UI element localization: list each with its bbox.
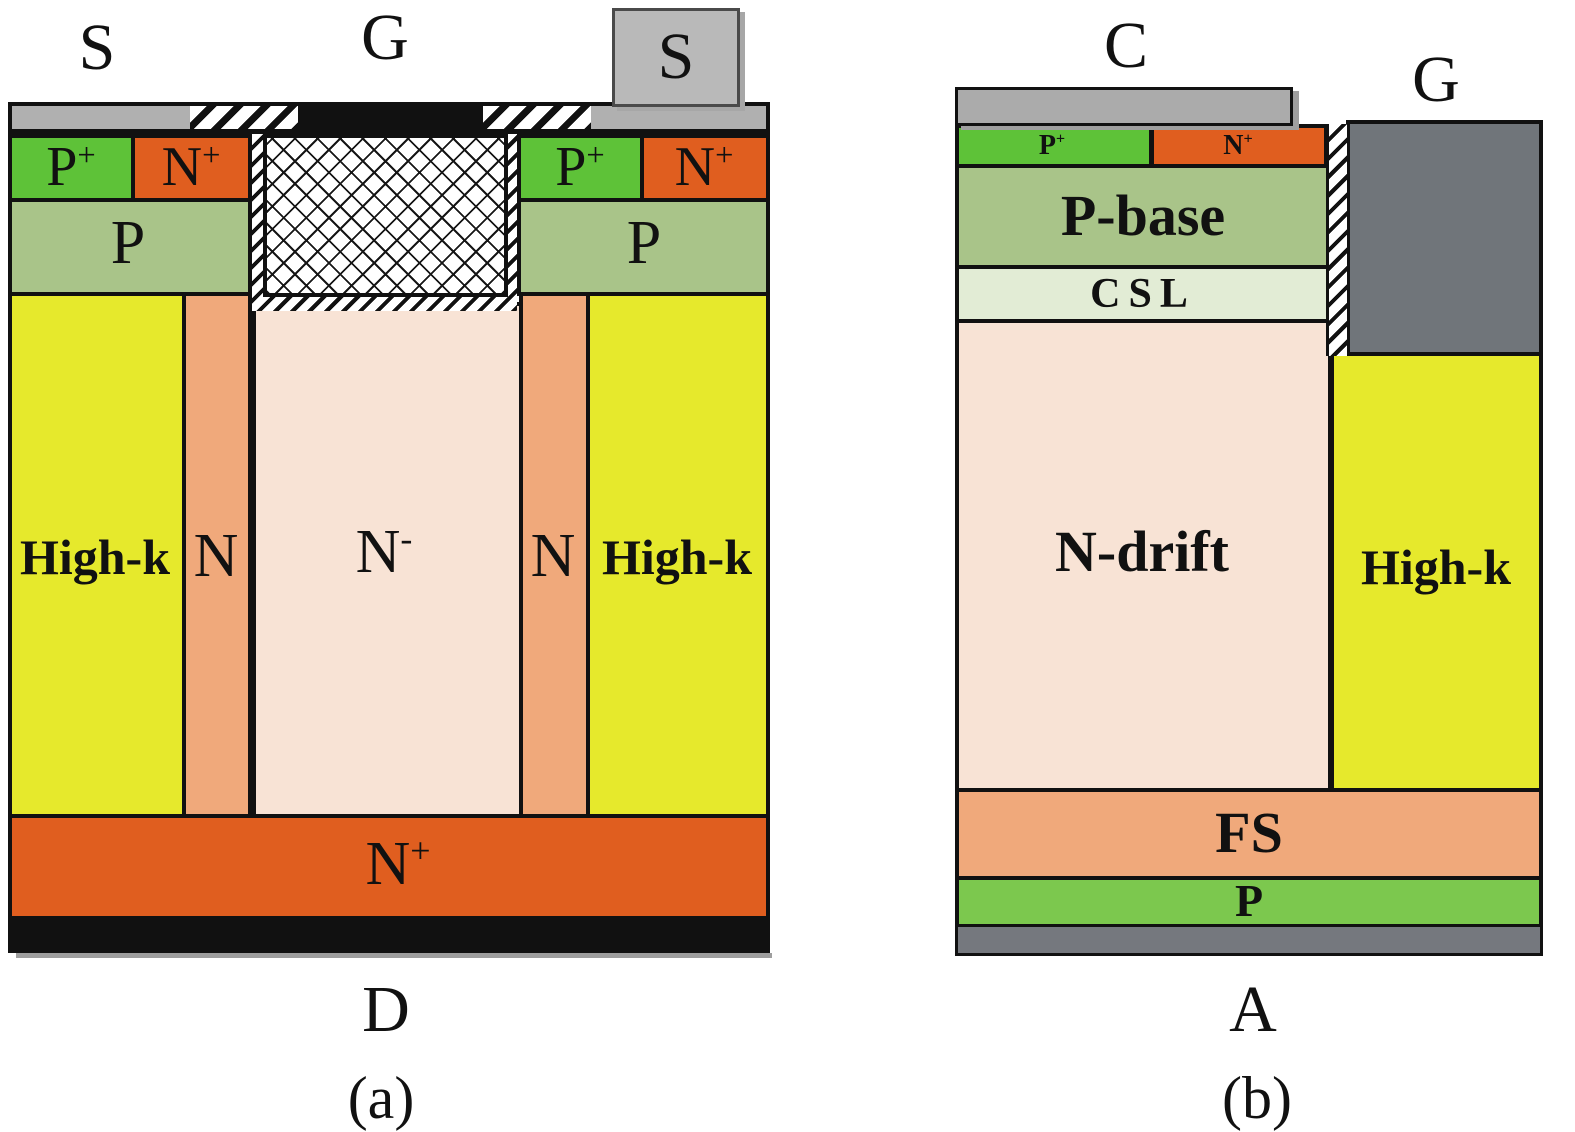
- b-p-plus-label: P+: [1038, 129, 1066, 161]
- a-oxide-hatch-top-left: [190, 106, 298, 129]
- panel-a-caption: (a): [347, 1065, 415, 1131]
- a-gate-label: G: [361, 1, 409, 74]
- b-gate-electrode: [1346, 120, 1543, 356]
- a-n-plus-right: [640, 134, 770, 202]
- b-p-layer-label: P: [1234, 875, 1264, 926]
- b-gate-oxide: [1326, 124, 1350, 356]
- a-high-k-right-label: High-k: [601, 529, 753, 585]
- a-source-contact-box: [612, 8, 740, 107]
- a-n-pillar-left: [182, 292, 252, 818]
- a-p-plus-right-label: P+: [555, 136, 605, 198]
- a-n-minus-label: N-: [355, 518, 413, 586]
- b-csl-label: CSL: [1090, 271, 1196, 317]
- a-source-right-label: S: [657, 20, 695, 93]
- a-n-plus-substrate-label: N+: [365, 830, 431, 898]
- b-p-base-label: P-base: [1060, 183, 1226, 248]
- a-high-k-left-label: High-k: [19, 529, 171, 585]
- a-source-metal-right: [591, 106, 766, 129]
- a-p-body-left-label: P: [110, 209, 146, 277]
- a-drain-metal: [8, 916, 770, 953]
- b-anode-metal: [955, 924, 1543, 956]
- b-n-drift-label: N-drift: [1055, 519, 1229, 584]
- a-n-plus-substrate: [8, 814, 770, 920]
- a-n-plus-left: [131, 134, 252, 202]
- b-n-plus-label: N+: [1223, 129, 1253, 161]
- a-source-left-label: S: [78, 11, 116, 84]
- a-n-plus-right-label: N+: [674, 136, 734, 198]
- a-p-body-right-label: P: [626, 209, 662, 277]
- b-fs-layer: [955, 788, 1543, 880]
- a-p-body-left: [8, 198, 252, 296]
- b-collector-label: C: [1103, 9, 1149, 82]
- a-gate-poly-crosshatch: [263, 134, 508, 297]
- a-source-metal-left: [12, 106, 190, 129]
- b-collector-metal: [955, 87, 1293, 126]
- a-n-pillar-left-label: N: [193, 522, 239, 590]
- b-anode-label: A: [1229, 973, 1277, 1046]
- a-n-plus-left-label: N+: [161, 136, 221, 198]
- a-drain-label: D: [362, 973, 410, 1046]
- a-p-plus-left-label: P+: [46, 136, 96, 198]
- b-fs-label: FS: [1215, 800, 1283, 865]
- a-n-pillar-right-label: N: [530, 522, 576, 590]
- b-gate-label: G: [1412, 43, 1460, 116]
- b-high-k-label: High-k: [1360, 539, 1512, 595]
- a-high-k-right: [586, 292, 770, 818]
- a-oxide-hatch-top-right: [483, 106, 591, 129]
- b-high-k: [1330, 352, 1543, 792]
- panel-b-caption: (b): [1222, 1065, 1292, 1131]
- a-drain-shadow: [16, 953, 772, 958]
